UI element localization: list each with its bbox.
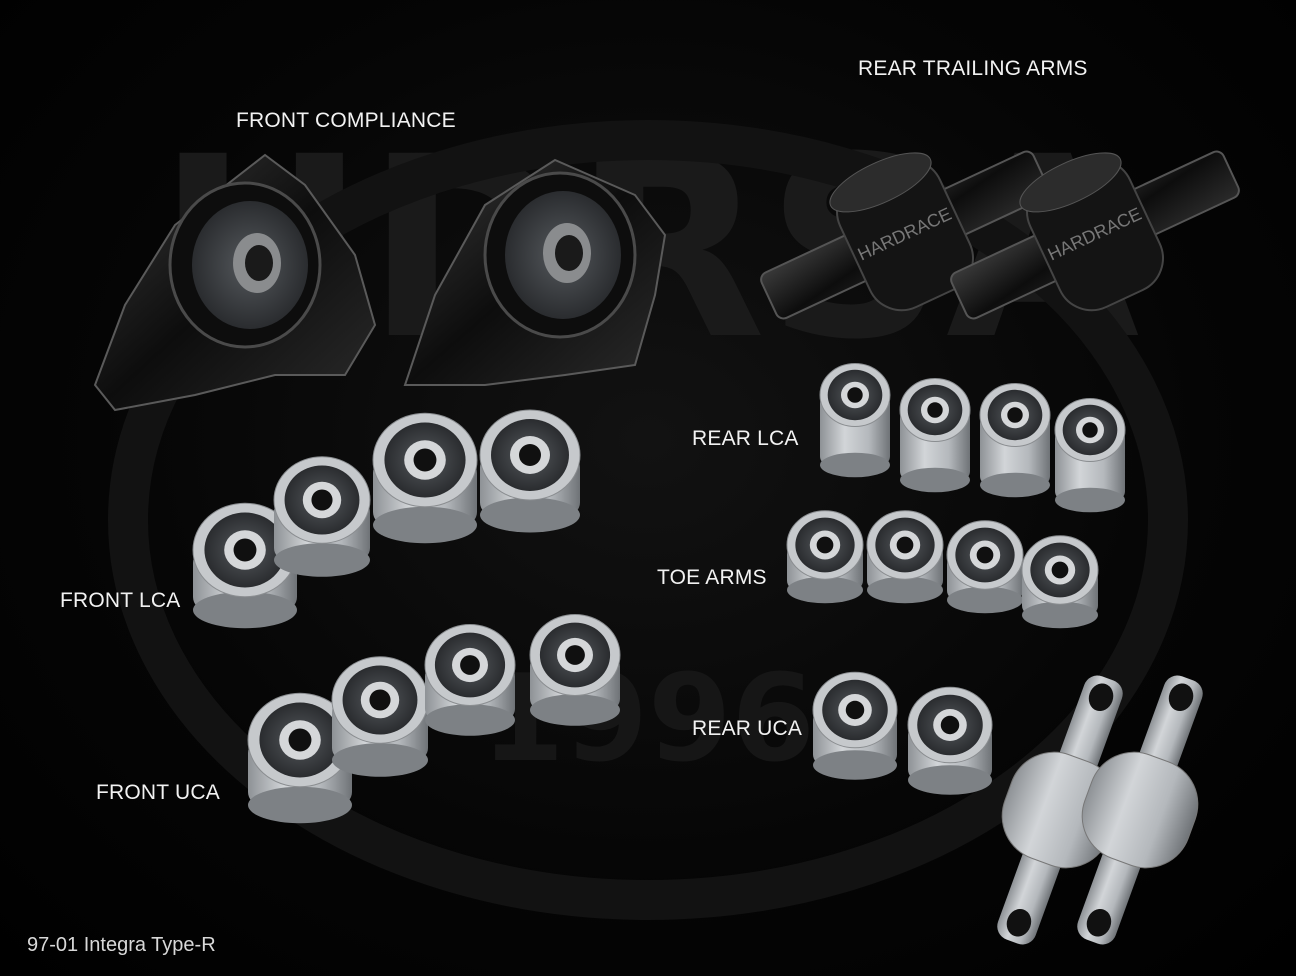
label-front-lca: FRONT LCA <box>60 589 181 612</box>
compliance-bushing <box>93 153 377 412</box>
front-lca-bushing <box>372 412 478 544</box>
front-compliance-bushings <box>93 153 667 412</box>
front-uca-bushing <box>529 614 621 726</box>
rear-lca-bushing <box>1054 398 1126 513</box>
arm-bushing <box>1077 675 1203 945</box>
front-lca-bushing <box>192 502 298 629</box>
rear-lca-bushing <box>819 363 891 478</box>
label-rear-trailing-arms: REAR TRAILING ARMS <box>858 57 1088 80</box>
label-toe-arms: TOE ARMS <box>657 566 767 589</box>
label-front-compliance: FRONT COMPLIANCE <box>236 109 456 132</box>
front-uca-bushing <box>424 624 516 736</box>
trailing-arm-bushing: HARDRACE <box>760 150 1050 320</box>
label-rear-uca: REAR UCA <box>692 717 803 740</box>
front-uca-bushing <box>247 692 353 824</box>
toe-arm-bushing <box>866 510 944 604</box>
rear-uca-bushing <box>812 671 898 780</box>
rear-lca-bushing <box>899 378 971 493</box>
label-front-uca: FRONT UCA <box>96 781 220 804</box>
trailing-arm-bushing: HARDRACE <box>950 150 1240 320</box>
front-uca-bushing <box>331 656 429 777</box>
rear-lca-bushing <box>979 383 1051 498</box>
toe-arm-bushing <box>786 510 864 604</box>
label-rear-lca: REAR LCA <box>692 427 799 450</box>
front-lca-bushing <box>273 456 371 577</box>
rear-trailing-arm-bushings: HARDRACE HARDRACE <box>760 150 1240 320</box>
rear-uca-arm-bushings <box>997 675 1203 945</box>
toe-arm-bushing <box>1021 535 1099 629</box>
rear-uca-bushing <box>907 686 993 795</box>
front-lca-bushing <box>479 409 581 533</box>
toe-arm-bushing <box>946 520 1024 614</box>
caption-vehicle: 97-01 Integra Type-R <box>27 934 216 956</box>
compliance-bushing <box>403 158 667 386</box>
